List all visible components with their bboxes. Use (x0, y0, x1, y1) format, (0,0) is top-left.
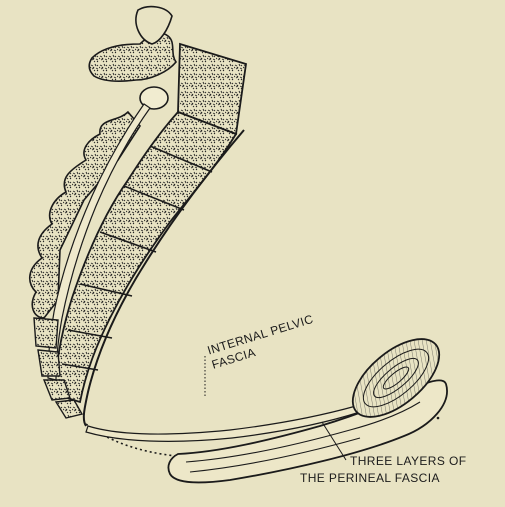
sacrum-column (54, 112, 236, 402)
perineal-fascia-label: THREE LAYERS OF THE PERINEAL FASCIA (292, 455, 502, 484)
three-layers-label-line1: THREE LAYERS OF (292, 455, 502, 467)
three-layers-label-line2: THE PERINEAL FASCIA (292, 472, 502, 484)
lumbar-process (89, 33, 176, 81)
